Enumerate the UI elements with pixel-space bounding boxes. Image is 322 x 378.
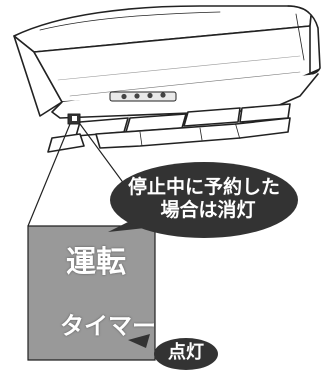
bubble-text-line2: 場合は消灯 bbox=[160, 199, 256, 221]
status-bubble-bottom bbox=[128, 334, 218, 370]
louver-center-right bbox=[183, 107, 241, 127]
bubble-text-bottom: 点灯 bbox=[168, 342, 204, 363]
control-strip bbox=[109, 91, 177, 102]
left-flap bbox=[47, 133, 85, 153]
control-button bbox=[121, 93, 127, 100]
air-conditioner-unit bbox=[13, 5, 321, 153]
control-button bbox=[134, 93, 140, 99]
label-timer: タイマー bbox=[60, 312, 156, 340]
louver-lower bbox=[95, 123, 241, 149]
control-button bbox=[160, 92, 166, 98]
bubble-text-line1: 停止中に予約した bbox=[127, 176, 280, 198]
status-bubble-top bbox=[108, 162, 298, 238]
label-run: 運転 bbox=[66, 245, 126, 280]
control-button bbox=[147, 92, 153, 99]
